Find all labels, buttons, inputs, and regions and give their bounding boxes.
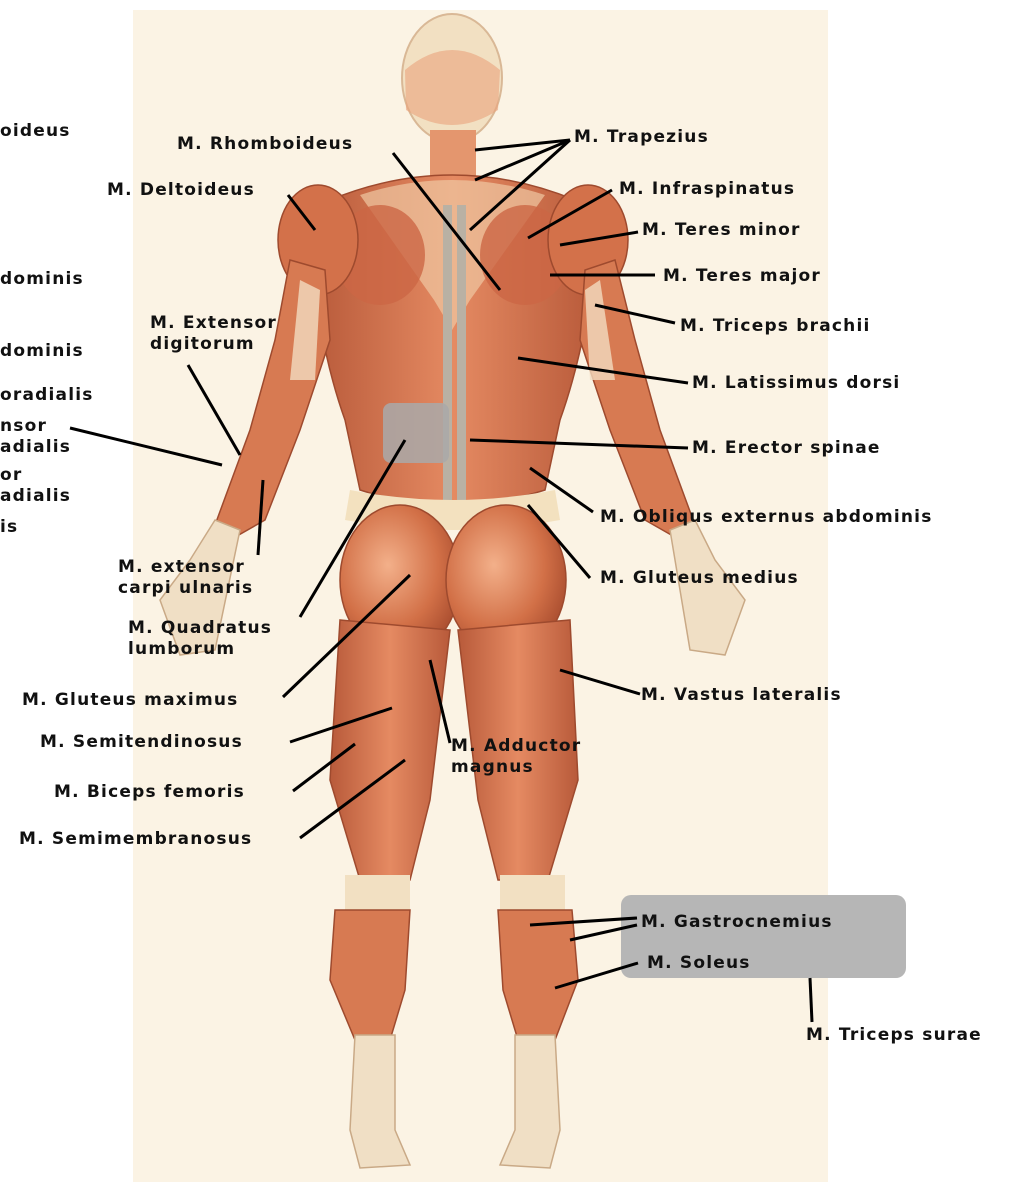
label-extensor-digitorum: M. Extensor digitorum (150, 313, 277, 355)
label-gluteus-maximus: M. Gluteus maximus (22, 690, 239, 711)
label-extensor-carpi-ulnaris-line1: M. extensor (118, 557, 253, 578)
cropped-label-7: or (0, 465, 22, 486)
label-extensor-digitorum-line2: digitorum (150, 334, 277, 355)
label-adductor-magnus-line2: magnus (451, 757, 581, 778)
label-gluteus-medius: M. Gluteus medius (600, 568, 799, 589)
label-gastrocnemius: M. Gastrocnemius (641, 912, 833, 933)
cropped-label-9: is (0, 517, 18, 538)
label-trapezius: M. Trapezius (574, 127, 709, 148)
label-teres-major: M. Teres major (663, 266, 821, 287)
label-extensor-digitorum-line1: M. Extensor (150, 313, 277, 334)
label-vastus-lateralis: M. Vastus lateralis (641, 685, 842, 706)
label-deltoideus: M. Deltoideus (107, 180, 255, 201)
cropped-label-4: oradialis (0, 385, 94, 406)
cropped-label-2: dominis (0, 269, 84, 290)
cropped-label-8: adialis (0, 486, 71, 507)
cropped-label-3: dominis (0, 341, 84, 362)
label-erector-spinae: M. Erector spinae (692, 438, 881, 459)
label-infraspinatus: M. Infraspinatus (619, 179, 795, 200)
label-semitendinosus: M. Semitendinosus (40, 732, 243, 753)
label-biceps-femoris: M. Biceps femoris (54, 782, 245, 803)
label-triceps-brachii: M. Triceps brachii (680, 316, 871, 337)
label-quadratus-lumborum: M. Quadratus lumborum (128, 618, 272, 660)
label-adductor-magnus: M. Adductor magnus (451, 736, 581, 778)
cropped-label-1: oideus (0, 121, 71, 142)
label-quadratus-lumborum-line1: M. Quadratus (128, 618, 272, 639)
label-quadratus-lumborum-line2: lumborum (128, 639, 272, 660)
label-adductor-magnus-line1: M. Adductor (451, 736, 581, 757)
label-triceps-surae: M. Triceps surae (806, 1025, 982, 1046)
label-semimembranosus: M. Semimembranosus (19, 829, 252, 850)
cropped-label-5: nsor (0, 416, 47, 437)
label-obliqus-externus-abdominis: M. Obliqus externus abdominis (600, 507, 933, 528)
cropped-label-6: adialis (0, 437, 71, 458)
label-teres-minor: M. Teres minor (642, 220, 801, 241)
label-soleus: M. Soleus (647, 953, 751, 974)
label-extensor-carpi-ulnaris: M. extensor carpi ulnaris (118, 557, 253, 599)
label-rhomboideus: M. Rhomboideus (177, 134, 353, 155)
label-extensor-carpi-ulnaris-line2: carpi ulnaris (118, 578, 253, 599)
label-latissimus-dorsi: M. Latissimus dorsi (692, 373, 900, 394)
